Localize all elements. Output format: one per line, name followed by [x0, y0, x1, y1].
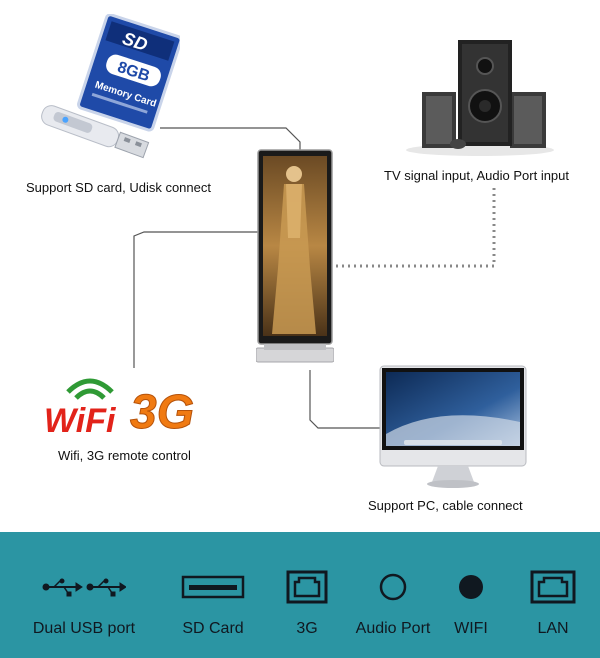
port-label: 3G — [296, 620, 318, 637]
sd-card-usb-illustration: SD 8GB Memory Card — [41, 14, 180, 159]
wifi-logo-text: WiFi — [44, 402, 117, 440]
sd-slot-icon — [181, 575, 245, 599]
wifi-arc-icon — [66, 378, 114, 394]
wire-pc-to-kiosk — [309, 370, 382, 429]
usb-icon — [42, 578, 126, 597]
connection-lines — [133, 127, 496, 429]
wire-wifi-to-kiosk — [133, 231, 258, 368]
connectivity-diagram: SD 8GB Memory Card Support SD card, Udis… — [26, 14, 570, 513]
port-label: WIFI — [454, 620, 488, 637]
port-label: SD Card — [182, 620, 244, 637]
port-bar: Dual USB port SD Card 3G Audio Port — [0, 532, 600, 658]
port-label: Dual USB port — [32, 620, 136, 637]
port-lan: LAN — [516, 532, 590, 658]
port-wifi: WIFI — [446, 532, 496, 658]
port-audio: Audio Port — [340, 532, 446, 658]
caption-tv-audio: TV signal input, Audio Port input — [384, 168, 570, 183]
wire-audio-to-kiosk — [334, 188, 496, 268]
wifi-3g-logo: WiFi 3G — [44, 378, 195, 440]
lan-port-icon — [530, 570, 576, 604]
caption-sd-udisk: Support SD card, Udisk connect — [26, 180, 211, 195]
caption-pc: Support PC, cable connect — [368, 498, 523, 513]
port-label: LAN — [537, 620, 569, 637]
g3-logo-text: 3G — [130, 386, 194, 439]
pc-monitor-illustration — [379, 365, 527, 488]
ethernet-port-icon — [286, 570, 328, 604]
wifi-dot-icon — [459, 575, 483, 599]
port-label: Audio Port — [355, 620, 431, 637]
wire-sd-to-kiosk — [160, 127, 301, 150]
usb-stick — [41, 105, 150, 159]
speaker-system-illustration — [406, 40, 554, 156]
audio-port-icon — [379, 573, 407, 601]
digital-signage-kiosk — [256, 149, 334, 363]
kiosk-base — [256, 347, 334, 363]
port-3g: 3G — [270, 532, 344, 658]
port-dual-usb: Dual USB port — [14, 532, 154, 658]
caption-wifi-3g: Wifi, 3G remote control — [58, 448, 191, 463]
port-sd-card: SD Card — [168, 532, 258, 658]
